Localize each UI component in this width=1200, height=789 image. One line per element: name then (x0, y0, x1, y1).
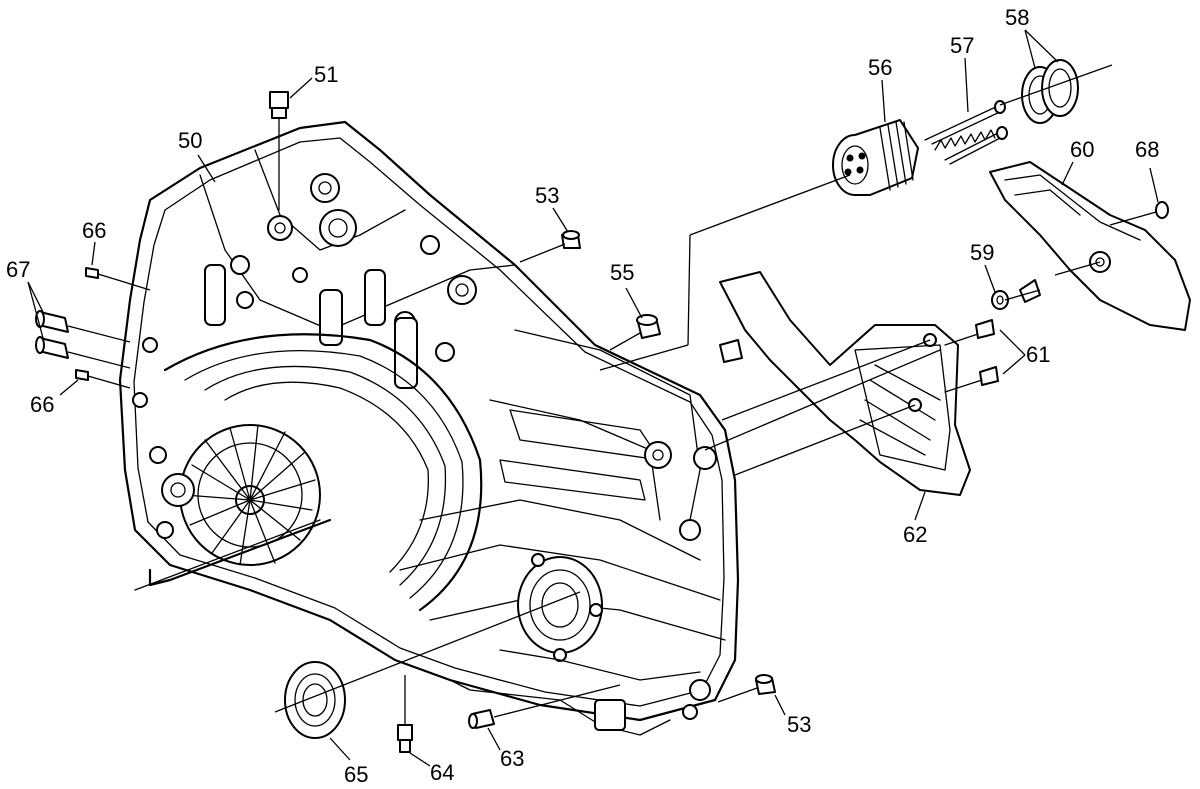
callout-66-upper: 66 (82, 218, 106, 243)
callout-53-lower: 53 (787, 712, 811, 737)
callout-65: 65 (344, 762, 368, 787)
callout-59: 59 (970, 240, 994, 265)
callout-leaders (27, 29, 1159, 767)
part-61-bolts (944, 319, 999, 393)
callout-55: 55 (610, 260, 634, 285)
callout-62: 62 (903, 522, 927, 547)
callout-63: 63 (500, 746, 524, 771)
transmission-case (118, 120, 740, 736)
part-68-washer (1109, 201, 1169, 226)
callout-64: 64 (430, 760, 454, 785)
part-66-dowels (75, 267, 151, 389)
callout-60: 60 (1070, 137, 1094, 162)
part-59-nut (991, 290, 1009, 310)
callout-57: 57 (950, 33, 974, 58)
callout-67: 67 (6, 257, 30, 282)
part-60-bracket (989, 161, 1191, 331)
callout-58: 58 (1005, 5, 1029, 30)
part-65-axle-seal (274, 591, 581, 739)
callout-68: 68 (1135, 137, 1159, 162)
part-56-accumulator-piston (599, 119, 919, 371)
part-64-plug (397, 675, 413, 753)
part-55-sleeve (609, 314, 661, 351)
part-57-springs (924, 100, 1008, 165)
part-63-plug (468, 684, 621, 729)
part-51-vent (269, 91, 289, 211)
part-62-side-cover (704, 271, 971, 496)
callout-labels: 50 51 53 53 55 56 57 58 59 60 61 62 63 6… (6, 5, 1159, 787)
callout-50: 50 (178, 128, 202, 153)
callout-66-lower: 66 (30, 392, 54, 417)
part-53-pin-upper (519, 230, 581, 263)
part-53-pin-lower (717, 674, 776, 703)
callout-61: 61 (1026, 342, 1050, 367)
part-58-seals (999, 59, 1113, 124)
callout-51: 51 (314, 62, 338, 87)
callout-53-upper: 53 (535, 183, 559, 208)
part-67-sleeves (35, 310, 131, 369)
callout-56: 56 (868, 55, 892, 80)
